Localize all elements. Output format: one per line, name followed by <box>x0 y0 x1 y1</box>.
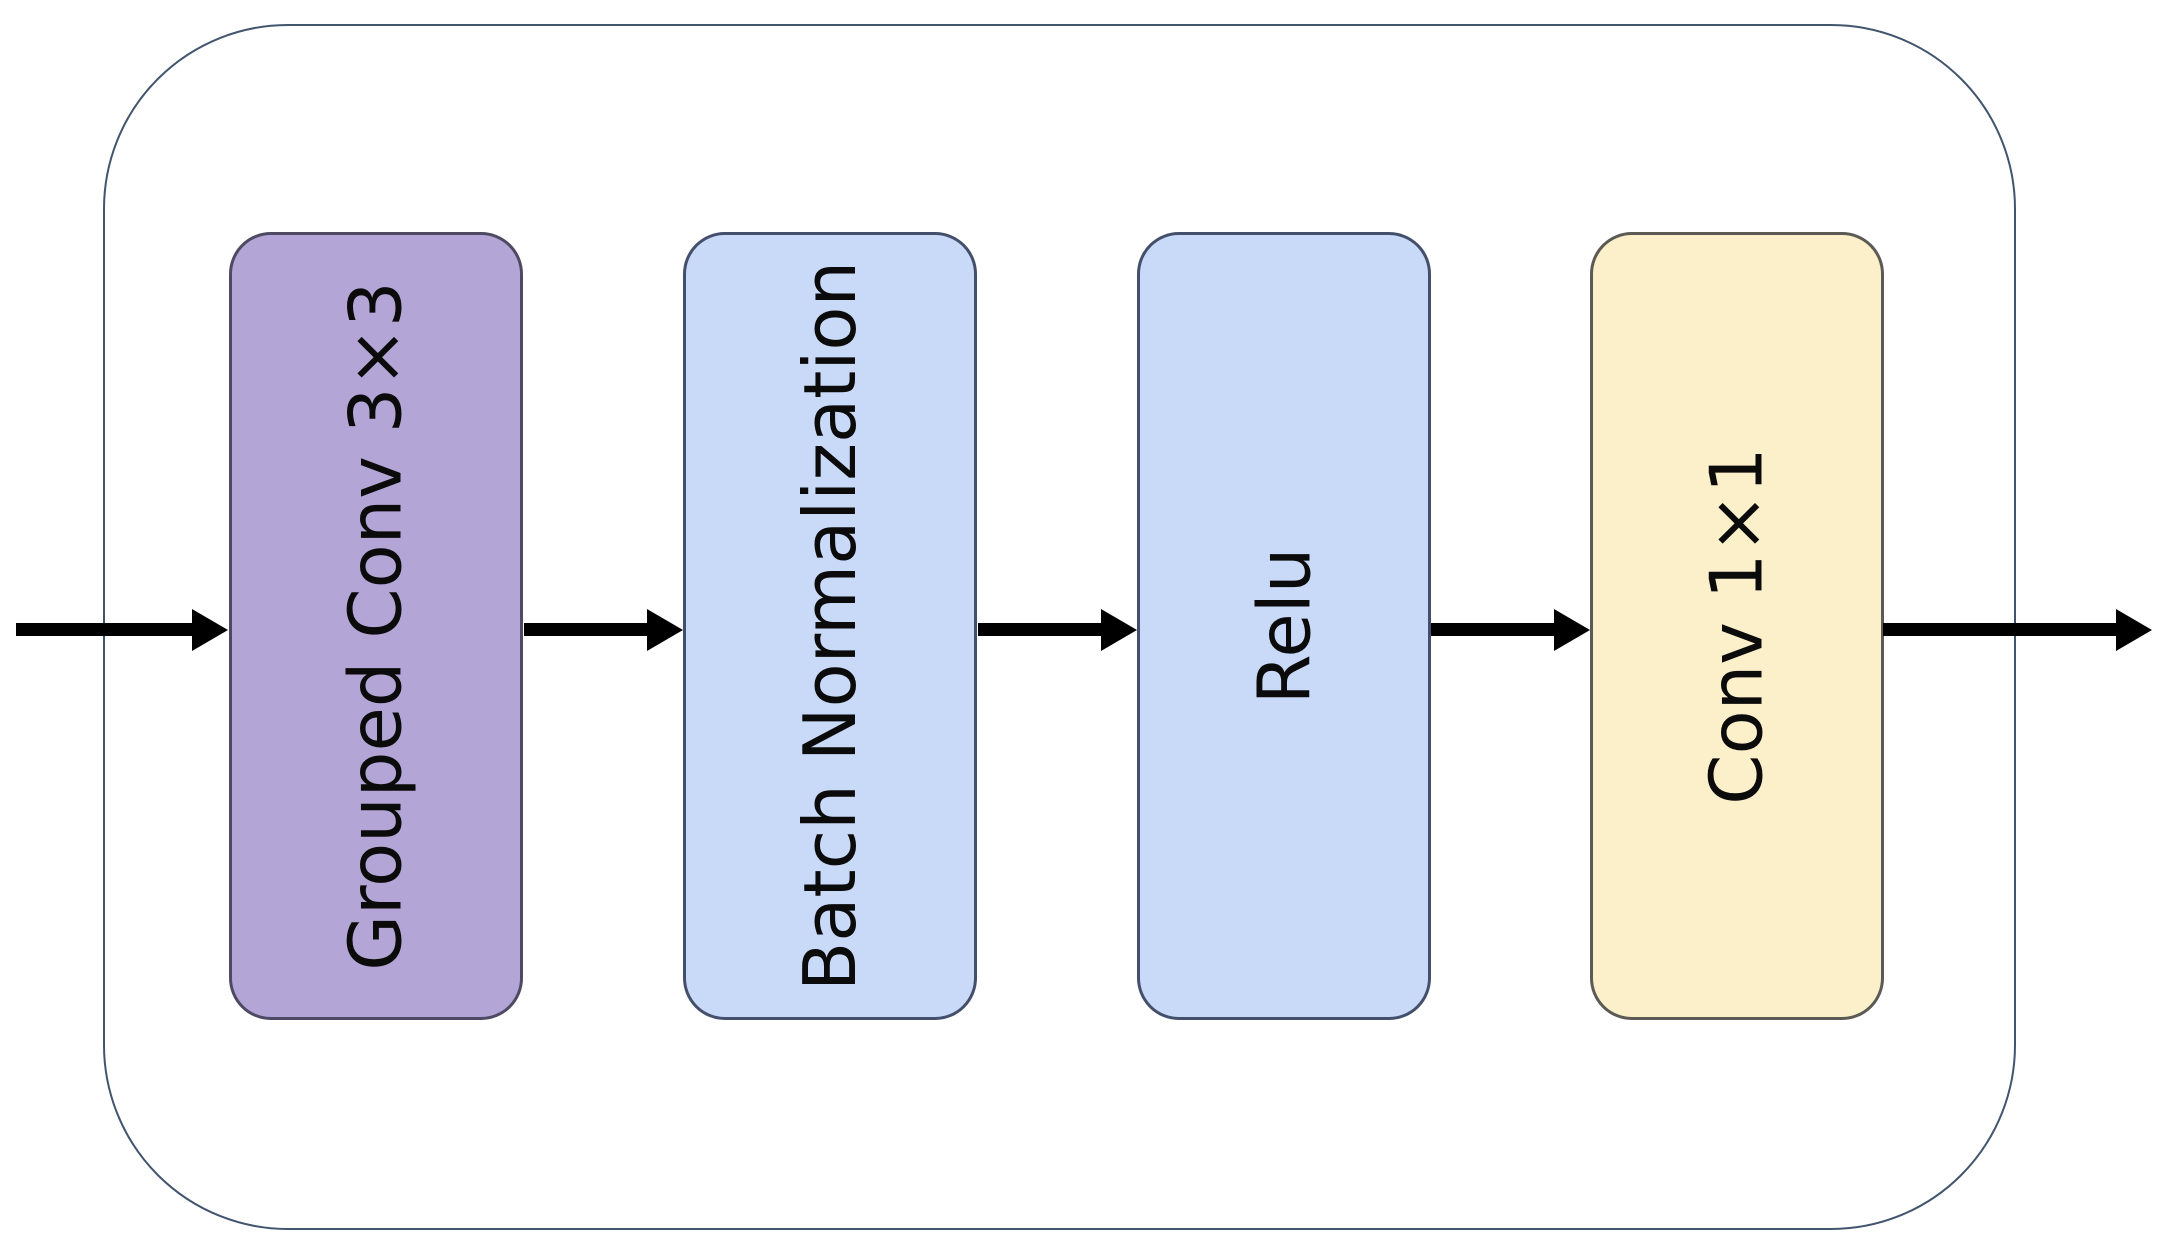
block-batch-normalization: Batch Normalization <box>683 232 977 1020</box>
block-label-batch-normalization: Batch Normalization <box>788 260 873 992</box>
block-label-grouped-conv-3x3: Grouped Conv 3×3 <box>334 281 419 971</box>
block-relu: Relu <box>1137 232 1431 1020</box>
input-arrow <box>16 608 228 651</box>
block-conv-1x1: Conv 1×1 <box>1590 232 1884 1020</box>
flow-arrow-2 <box>978 608 1137 651</box>
block-label-conv-1x1: Conv 1×1 <box>1695 447 1779 805</box>
arrowhead-icon <box>647 608 683 651</box>
arrowhead-icon <box>2116 608 2152 651</box>
flow-arrow-1 <box>524 608 683 651</box>
arrowhead-icon <box>1554 608 1590 651</box>
arrowhead-icon <box>192 608 228 651</box>
flow-arrow-3 <box>1431 608 1590 651</box>
output-arrow <box>1883 608 2152 651</box>
block-label-relu: Relu <box>1241 547 1326 705</box>
block-grouped-conv-3x3: Grouped Conv 3×3 <box>229 232 523 1020</box>
arrowhead-icon <box>1101 608 1137 651</box>
